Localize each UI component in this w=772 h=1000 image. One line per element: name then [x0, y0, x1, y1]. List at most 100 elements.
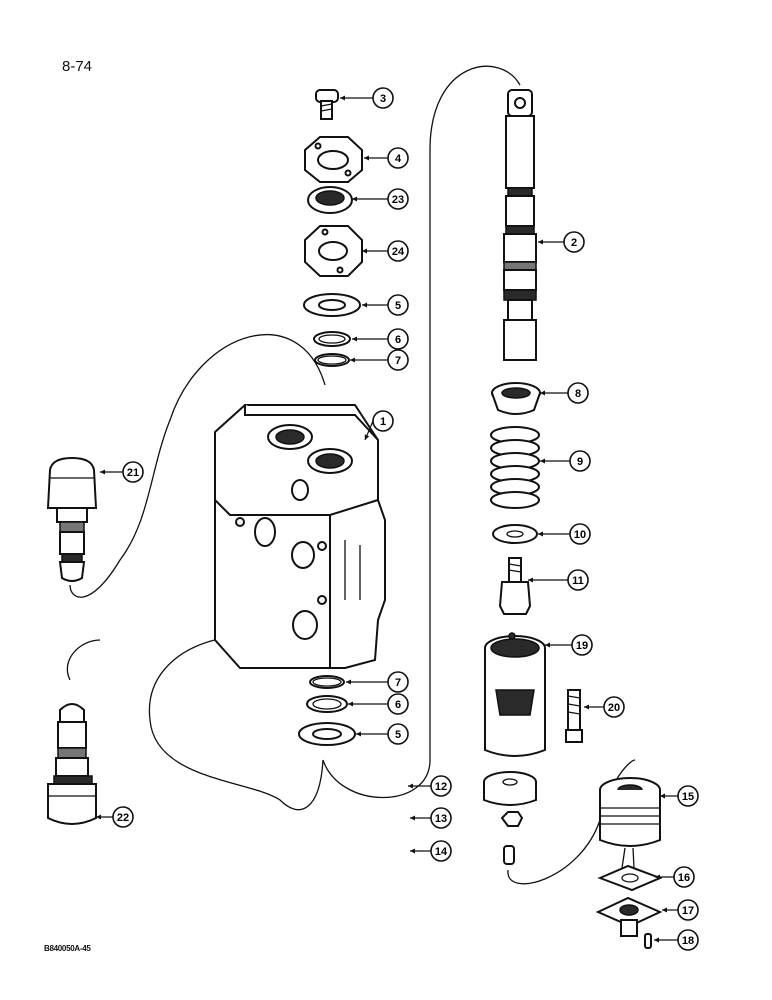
callout-circle: [387, 693, 409, 715]
callout-label: 3: [380, 93, 386, 105]
callout-8: 8: [540, 382, 589, 404]
part-5-washer-top: [303, 293, 361, 317]
part-18-screw: [644, 933, 652, 949]
callout-arrowhead: [100, 469, 105, 475]
callout-2: 2: [538, 231, 585, 253]
callout-label: 8: [575, 388, 581, 400]
part-19-end-cap: [484, 632, 546, 757]
callout-label: 7: [395, 677, 401, 689]
callout-arrowhead: [364, 155, 369, 161]
callout-circle: [567, 569, 589, 591]
callout-circle: [387, 671, 409, 693]
part-16-gasket: [597, 864, 663, 892]
callout-circle: [387, 723, 409, 745]
page-number: 8-74: [62, 58, 93, 75]
callout-arrowhead: [660, 793, 665, 799]
callout-arrowhead: [356, 731, 361, 737]
callout-circle: [387, 328, 409, 350]
callout-arrowhead: [654, 937, 659, 943]
callout-16: 16: [655, 866, 695, 888]
callout-label: 21: [127, 467, 139, 479]
callout-4: 4: [364, 147, 409, 169]
part-10-washer: [492, 524, 538, 544]
part-9-spring: [490, 426, 540, 509]
figure-code: B840050A-45: [44, 944, 91, 953]
callout-arrowhead: [350, 357, 355, 363]
callout-circle: [677, 899, 699, 921]
callout-circle: [372, 410, 394, 432]
callout-circle: [673, 866, 695, 888]
callout-arrowhead: [662, 907, 667, 913]
callout-14: 14: [410, 840, 452, 862]
part-11-stop-bolt: [498, 557, 532, 615]
part-6-ring-top: [313, 331, 351, 347]
part-12-disc: [483, 771, 537, 806]
callout-label: 1: [380, 416, 386, 428]
part-22-cartridge: [47, 703, 97, 825]
part-8-spring-seat: [491, 382, 541, 415]
callout-circle: [387, 188, 409, 210]
callout-6: 6: [352, 328, 409, 350]
callout-1: 1: [364, 410, 394, 441]
callout-18: 18: [654, 929, 699, 951]
callout-3: 3: [340, 87, 394, 109]
callout-arrowhead: [545, 642, 550, 648]
part-3-screw: [315, 89, 339, 120]
callout-circle: [387, 147, 409, 169]
callout-arrowhead: [584, 704, 589, 710]
callout-arrowhead: [408, 783, 413, 789]
callout-19: 19: [545, 634, 593, 656]
callout-label: 23: [392, 194, 404, 206]
callout-arrowhead: [540, 458, 545, 464]
part-1-valve-body: [214, 404, 386, 669]
part-24-gasket: [304, 225, 363, 277]
callout-15: 15: [660, 785, 699, 807]
callout-circle: [571, 634, 593, 656]
callout-arrowhead: [340, 95, 345, 101]
callout-circle: [387, 349, 409, 371]
callout-circle: [569, 450, 591, 472]
callout-arrowhead: [655, 874, 660, 880]
callout-11: 11: [528, 569, 589, 591]
callout-circle: [387, 294, 409, 316]
callout-label: 19: [576, 640, 588, 652]
callout-5: 5: [356, 723, 409, 745]
callout-arrowhead: [538, 531, 543, 537]
callout-24: 24: [362, 240, 409, 262]
callout-circle: [430, 840, 452, 862]
callout-label: 5: [395, 729, 401, 741]
callout-label: 6: [395, 334, 401, 346]
callout-circle: [569, 523, 591, 545]
part-7-oring-top: [314, 353, 350, 367]
callout-20: 20: [584, 696, 625, 718]
callout-6: 6: [348, 693, 409, 715]
callout-circle: [372, 87, 394, 109]
callout-label: 24: [392, 246, 405, 258]
callout-17: 17: [662, 899, 699, 921]
callout-23: 23: [352, 188, 409, 210]
callout-label: 11: [572, 575, 584, 587]
part-21-cartridge: [46, 456, 98, 582]
callout-label: 22: [117, 812, 129, 824]
callout-circle: [430, 807, 452, 829]
part-callouts: 1234567891011121314151617181920212223247…: [96, 87, 699, 951]
part-7-oring-bottom: [309, 675, 345, 689]
callout-label: 9: [577, 456, 583, 468]
callout-label: 16: [678, 872, 690, 884]
callout-22: 22: [96, 806, 134, 828]
callout-arrowhead: [352, 196, 357, 202]
callout-arrowhead: [528, 577, 533, 583]
callout-arrowhead: [352, 336, 357, 342]
callout-label: 12: [435, 781, 447, 793]
part-6-ring-bottom: [306, 695, 348, 713]
callout-label: 17: [682, 905, 694, 917]
callout-13: 13: [410, 807, 452, 829]
callout-7: 7: [350, 349, 409, 371]
callout-12: 12: [408, 775, 452, 797]
callout-7: 7: [346, 671, 409, 693]
callout-10: 10: [538, 523, 591, 545]
callout-circle: [430, 775, 452, 797]
callout-label: 14: [435, 846, 448, 858]
callout-circle: [677, 785, 699, 807]
callout-circle: [567, 382, 589, 404]
